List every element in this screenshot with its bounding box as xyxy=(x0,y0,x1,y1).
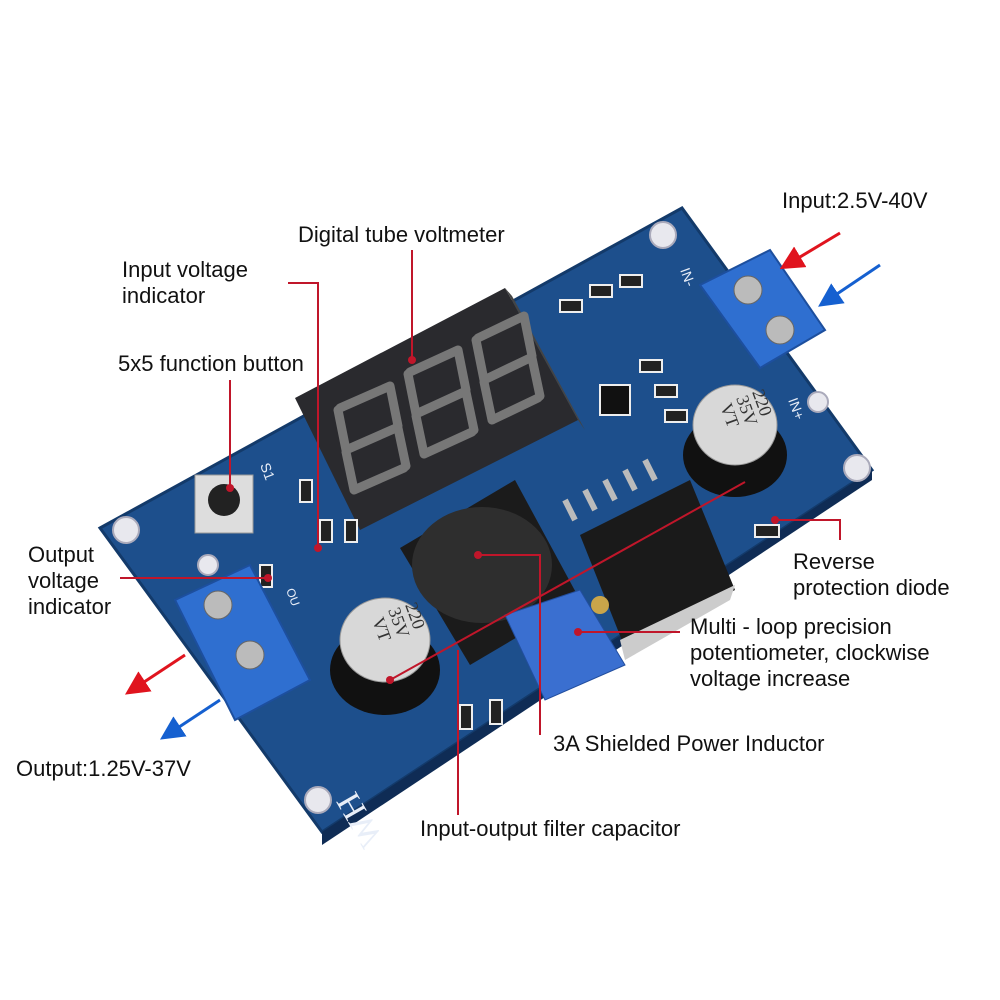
output-indicator-line3: indicator xyxy=(28,594,112,619)
capacitor-output: 220 35V VT xyxy=(330,597,440,715)
reverse-diode-line1: Reverse xyxy=(793,549,875,574)
power-arrows xyxy=(124,231,881,740)
output-terminal-block xyxy=(173,563,312,722)
leader-lines xyxy=(120,250,841,815)
potentiometer xyxy=(504,589,626,701)
output-indicator-label: Output voltage indicator xyxy=(28,542,111,620)
output-indicator-line2: voltage xyxy=(28,568,99,593)
potentiometer-line3: voltage increase xyxy=(690,666,851,691)
mounting-holes xyxy=(112,221,871,814)
digital-voltmeter-label: Digital tube voltmeter xyxy=(298,222,505,247)
potentiometer-line1: Multi - loop precision xyxy=(690,614,892,639)
silk-in-minus: IN- xyxy=(677,266,699,289)
silk-s1: S1 xyxy=(257,461,278,483)
silk-out: OU xyxy=(283,586,302,608)
input-indicator-line1: Input voltage xyxy=(122,257,248,282)
reverse-diode-line2: protection diode xyxy=(793,575,950,600)
output-range-label: Output:1.25V-37V xyxy=(16,756,191,781)
potentiometer-line2: potentiometer, clockwise xyxy=(690,640,930,665)
silk-in-plus: IN+ xyxy=(785,396,808,422)
input-range-label: Input:2.5V-40V xyxy=(782,188,928,213)
output-indicator-line1: Output xyxy=(28,542,95,567)
inductor-label: 3A Shielded Power Inductor xyxy=(553,731,825,756)
input-indicator-label: Input voltage indicator xyxy=(122,257,248,309)
capacitor-input: 220 35V VT xyxy=(683,384,787,497)
seven-segment-display xyxy=(295,288,585,530)
reverse-diode-label: Reverse protection diode xyxy=(793,549,950,601)
input-indicator-line2: indicator xyxy=(122,283,206,308)
smd-components xyxy=(259,274,780,730)
function-button xyxy=(194,474,254,534)
regulator-chip xyxy=(562,458,735,660)
potentiometer-label: Multi - loop precision potentiometer, cl… xyxy=(690,614,930,692)
function-button-label: 5x5 function button xyxy=(118,351,304,376)
input-terminal-block xyxy=(698,248,827,370)
filter-capacitor-label: Input-output filter capacitor xyxy=(420,816,681,841)
